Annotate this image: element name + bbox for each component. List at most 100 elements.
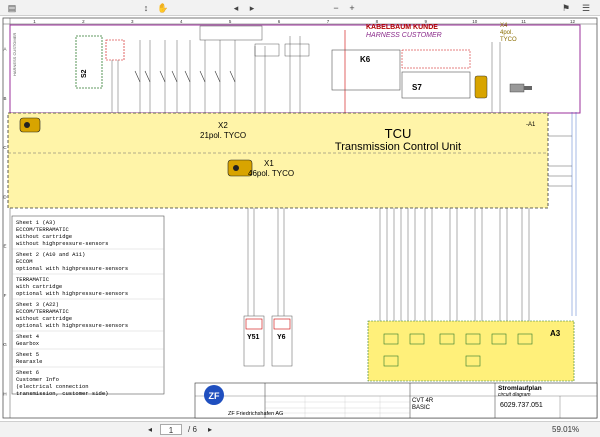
grid-column-number: 11	[521, 19, 526, 24]
grid-row-letter: B	[3, 96, 6, 101]
sheet-legend-line: without cartridge	[16, 233, 72, 240]
grid-column-number: 4	[180, 19, 183, 24]
grid-row-letters: A B C D E F G H	[3, 47, 7, 397]
sheet-legend-line: Gearbox	[16, 340, 40, 347]
tcu-block	[7, 112, 549, 209]
x1-type: 46pol. TYCO	[248, 169, 294, 178]
s2-label: S2	[81, 69, 88, 78]
first-page-icon[interactable]: ◂	[148, 425, 153, 434]
x1-label: X1	[264, 159, 274, 168]
x2-connector-icon	[19, 117, 41, 133]
sheet-legend-title: Sheet 6	[16, 369, 39, 376]
grid-row-letter: A	[3, 47, 6, 52]
grid-column-number: 1	[33, 19, 36, 24]
bookmark-icon[interactable]: ⚑	[561, 3, 571, 13]
x4-type: TYCO	[500, 37, 517, 43]
grid-row-letter: C	[3, 145, 7, 150]
sheet-legend-title: Sheet 1 (A3)	[16, 219, 56, 226]
grid-column-number: 3	[131, 19, 134, 24]
page-down-icon[interactable]: ▸	[249, 3, 255, 13]
zoom-in-icon[interactable]: +	[349, 3, 355, 13]
tcu-subtitle: Transmission Control Unit	[335, 141, 461, 153]
y6-valve-box	[271, 315, 293, 367]
sheet-legend-title: Sheet 2 (A10 and A11)	[16, 251, 85, 258]
sidebar-icon[interactable]: ▤	[7, 3, 17, 13]
grid-column-number: 7	[327, 19, 330, 24]
hand-icon[interactable]: ✋	[157, 3, 169, 13]
page-total: / 6	[188, 425, 197, 434]
sheet-legend-line: ECCOM/TERRAMATIC	[16, 226, 70, 233]
viewer-footer: ◂ 1 / 6 ▸ 59.01%	[0, 421, 600, 437]
sheet-legend-line: without cartridge	[16, 315, 72, 322]
grid-row-letter: F	[4, 293, 7, 298]
zoom-level[interactable]: 59.01%	[552, 425, 580, 434]
grid-column-number: 12	[570, 19, 576, 24]
doc-type-en: circuit diagram	[498, 392, 531, 398]
sheet-legend-line: Rearaxle	[16, 358, 42, 365]
grid-column-number: 6	[278, 19, 281, 24]
sheet-legend-line: optional with highpressure-sensors	[16, 265, 128, 272]
page-up-icon[interactable]: ◂	[233, 3, 239, 13]
x2-type: 21pol. TYCO	[200, 131, 246, 140]
x1-connector-icon	[227, 159, 253, 177]
svg-text:ZF: ZF	[209, 391, 220, 401]
grid-column-number: 10	[472, 19, 478, 24]
s7-switch-box	[401, 71, 471, 99]
a3-block	[367, 320, 575, 382]
scroll-icon[interactable]: ↕	[143, 3, 149, 13]
viewer-toolbar: ▤ ↕ ✋ ◂ ▸ − + ⚑ ☰	[0, 0, 600, 16]
harness-customer-label: HARNESS CUSTOMER	[366, 32, 442, 39]
k6-label: K6	[360, 55, 371, 64]
sheet-legend-line: with cartridge	[16, 283, 62, 290]
y51-valve-box	[243, 315, 265, 367]
harness-customer-vertical-label: HARNESS CUSTOMER	[12, 33, 17, 76]
x4-pins: 4pol.	[500, 30, 513, 36]
kabelbaum-label: KABELBAUM KUNDE	[366, 24, 438, 31]
zf-logo	[204, 385, 224, 405]
sheet-legend-title: TERRAMATIC	[16, 276, 50, 283]
page-number-input[interactable]: 1	[160, 424, 182, 435]
grid-row-letter: G	[3, 342, 7, 347]
sheet-legend-line: ECCOM	[16, 258, 33, 265]
sheet-legend-line: without highpressure-sensors	[16, 240, 108, 247]
sheet-legend-line: optional with highpressure-sensors	[16, 322, 128, 329]
k6-relay-box	[331, 49, 401, 91]
x4-connector	[474, 75, 488, 99]
zoom-out-icon[interactable]: −	[333, 3, 339, 13]
doc-number: 6029.737.051	[500, 402, 543, 409]
sheet-legend-line: ECCOM/TERRAMATIC	[16, 308, 70, 315]
s7-label: S7	[412, 83, 422, 92]
grid-column-number: 8	[376, 19, 379, 24]
sensor-icon	[509, 83, 532, 93]
grid-row-letter: E	[3, 244, 6, 249]
s2-switch-box	[75, 35, 103, 89]
a1-tag: -A1	[526, 122, 536, 128]
grid-column-number: 2	[82, 19, 85, 24]
company-name: ZF Friedrichshafen AG	[228, 411, 283, 417]
sheet-legend-line: transmission, customer side)	[16, 390, 108, 397]
sheet-legend-title: Sheet 4	[16, 333, 40, 340]
grid-row-letter: H	[3, 391, 6, 396]
product-name: CVT 4R	[412, 398, 434, 404]
sheet-legend-line: optional with highpressure-sensors	[16, 290, 128, 297]
sheet-legend-title: Sheet 3 (A22)	[16, 301, 59, 308]
next-page-icon[interactable]: ▸	[208, 425, 213, 434]
x2-label: X2	[218, 121, 228, 130]
sheet-legend	[11, 215, 165, 395]
grid-row-letter: D	[3, 194, 7, 199]
title-block: ZF ZF Friedrichshafen AG CVT 4R BASIC St…	[194, 382, 598, 419]
y6-label: Y6	[277, 334, 286, 341]
sheet-legend-line: (electrical connection	[16, 383, 89, 390]
a3-label: A3	[550, 329, 561, 338]
doc-type: Stromlaufplan	[498, 385, 542, 392]
x4-label: X4	[500, 23, 508, 29]
menu-icon[interactable]: ☰	[581, 3, 591, 13]
y51-label: Y51	[247, 334, 260, 341]
product-variant: BASIC	[412, 405, 431, 411]
sheet-legend-line: Customer Info	[16, 376, 59, 383]
grid-column-number: 5	[229, 19, 232, 24]
grid-column-number: 9	[425, 19, 428, 24]
